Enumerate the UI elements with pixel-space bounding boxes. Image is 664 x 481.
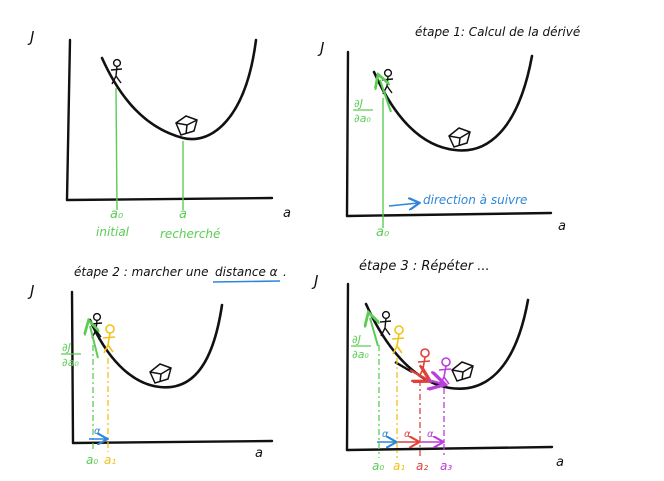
panel-4: étape 3 : Répéter ... J a ∂J ∂a₀ [311, 259, 564, 473]
panel-3-title-underlined: distance α [215, 265, 278, 279]
panel-2-title: étape 1: Calcul de la dérivé [415, 25, 580, 39]
house-icon [448, 127, 471, 148]
panel-1-y-axis [65, 38, 72, 202]
stick-figure-icon [438, 357, 452, 386]
panel-3-title-underline [212, 280, 281, 283]
panel-4-derivative-top: ∂J [352, 333, 361, 346]
panel-2-derivative-top: ∂J [354, 97, 363, 110]
panel-1-y-label: J [27, 28, 34, 46]
panel-2: étape 1: Calcul de la dérivé J a ∂J ∂a₀ … [317, 25, 580, 240]
panel-2-y-label: J [317, 39, 324, 57]
panel-1-a-label: a [179, 207, 187, 222]
panel-4-a0-label: a₀ [372, 459, 384, 473]
panel-1-a0-line [115, 87, 118, 211]
panel-4-a3-label: a₃ [440, 459, 452, 473]
panel-4-y-label: J [311, 272, 318, 290]
house-icon [149, 363, 172, 384]
stick-figure-icon [110, 58, 123, 85]
panel-2-x-axis [345, 211, 553, 218]
panel-2-a0-label: a₀ [376, 225, 390, 240]
panel-3-x-axis [71, 439, 274, 445]
panel-4-y-axis [345, 282, 350, 452]
panel-1-cost-curve [100, 38, 258, 141]
panel-3-y-label: J [27, 282, 34, 300]
panel-4-derivative-bottom: ∂a₀ [352, 348, 369, 361]
panel-2-direction-arrow [388, 203, 418, 206]
panel-1-target-caption: recherché [160, 227, 220, 241]
panel-2-y-axis [345, 50, 350, 218]
panel-4-derivative-arrow [370, 318, 378, 347]
panel-3: étape 2 : marcher une distance α . J a ∂… [27, 265, 287, 467]
panel-1-initial-caption: initial [96, 225, 130, 239]
panel-1-x-axis [65, 196, 274, 202]
panel-3-a0-label: a₀ [86, 453, 98, 467]
panel-3-step-label: α [94, 426, 101, 437]
panel-3-title-prefix: étape 2 : marcher une [74, 265, 208, 279]
house-icon [175, 115, 198, 136]
panel-4-x-axis [345, 445, 554, 452]
panel-3-a1-label: a₁ [104, 453, 116, 467]
panel-4-a1-label: a₁ [393, 459, 405, 473]
stick-figure-icon [102, 324, 116, 354]
panel-3-derivative-bottom: ∂a₀ [62, 356, 79, 369]
panel-3-y-axis [70, 290, 75, 445]
panel-2-x-label: a [558, 219, 566, 234]
panel-4-title: étape 3 : Répéter ... [359, 259, 490, 274]
panel-1-x-label: a [283, 206, 291, 221]
panel-2-direction-text: direction à suivre [423, 193, 527, 207]
panel-4-step-label-3: α [427, 429, 434, 440]
stick-figure-icon [391, 325, 405, 355]
panel-4-step-curve-2 [409, 370, 428, 380]
panel-4-x-label: a [556, 455, 564, 470]
panel-2-derivative-bottom: ∂a₀ [354, 112, 371, 125]
panel-1: J a a₀ a initial recherché [27, 28, 291, 241]
panel-4-step-label-2: α [404, 429, 411, 440]
panel-4-cost-curve [364, 298, 530, 390]
stick-figure-icon [379, 310, 392, 337]
panel-3-cost-curve [88, 303, 224, 389]
stick-figure-icon [417, 348, 431, 378]
panel-3-x-label: a [255, 446, 263, 461]
panel-4-step-label-1: α [382, 429, 389, 440]
panel-2-derivative-arrow [380, 80, 392, 113]
panel-1-a0-label: a₀ [110, 207, 124, 222]
panel-4-a2-label: a₂ [416, 459, 428, 473]
panel-3-derivative-top: ∂J [62, 341, 71, 354]
panel-3-derivative-arrow [90, 326, 98, 359]
panel-4-step-curve-3 [428, 380, 443, 384]
panel-4-step-curve-1 [394, 360, 413, 374]
panel-2-cost-curve [372, 54, 534, 152]
house-icon [451, 361, 474, 382]
panel-3-title-suffix: . [283, 265, 287, 279]
